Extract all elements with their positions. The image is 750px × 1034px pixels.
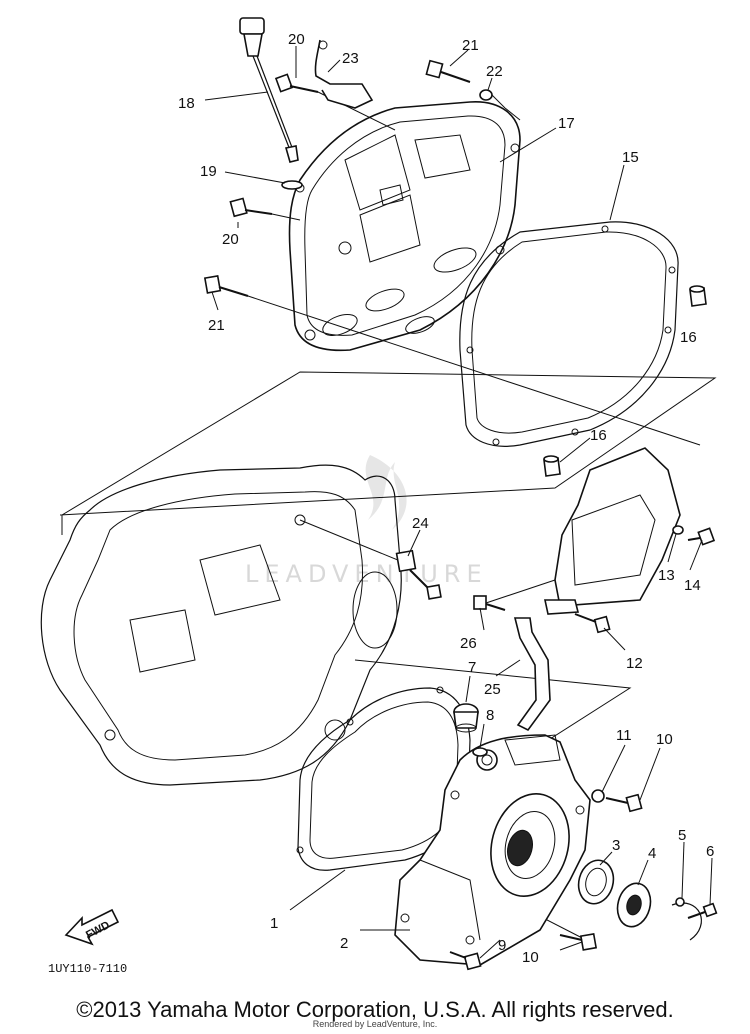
bolt-10-bottom xyxy=(559,932,598,951)
crankcase-cover-gasket xyxy=(459,221,679,447)
retainer-plate xyxy=(671,897,702,941)
watermark: LEADVENTURE xyxy=(245,455,488,588)
copyright-notice: ©2013 Yamaha Motor Corporation, U.S.A. A… xyxy=(76,997,674,1022)
label-25: 25 xyxy=(484,681,501,698)
label-18: 18 xyxy=(178,95,195,112)
reference-lines-upper xyxy=(59,371,717,535)
bolt-9 xyxy=(449,951,482,971)
label-16-lower: 16 xyxy=(590,427,607,444)
label-8: 8 xyxy=(486,707,494,724)
label-5: 5 xyxy=(678,827,686,844)
oil-seal xyxy=(616,882,652,928)
label-16-upper: 16 xyxy=(680,329,697,346)
forward-arrow: FWD xyxy=(64,908,120,946)
label-20-top: 20 xyxy=(288,31,305,48)
label-21-left: 21 xyxy=(208,317,225,334)
cable-guide xyxy=(513,617,551,732)
label-1: 1 xyxy=(270,915,278,932)
label-20-left: 20 xyxy=(222,231,239,248)
bearing xyxy=(577,859,615,905)
label-26: 26 xyxy=(460,635,477,652)
bolt-10-right xyxy=(591,789,643,813)
bolt-21-top xyxy=(425,59,471,83)
o-ring-8 xyxy=(472,747,488,757)
label-13: 13 xyxy=(658,567,675,584)
sprocket-cover xyxy=(544,447,681,615)
label-21-top: 21 xyxy=(462,37,479,54)
label-7: 7 xyxy=(468,659,476,676)
label-19: 19 xyxy=(200,163,217,180)
label-23: 23 xyxy=(342,50,359,67)
crankcase-cover-lower xyxy=(394,734,591,966)
part-labels: 18 20 23 21 22 17 19 15 20 21 16 16 24 1… xyxy=(178,31,714,966)
label-15: 15 xyxy=(622,149,639,166)
hose-bracket xyxy=(314,39,374,109)
label-2: 2 xyxy=(340,935,348,952)
bolt-20-left xyxy=(229,197,301,221)
screw-6 xyxy=(687,902,718,919)
label-10-bottom: 10 xyxy=(522,949,539,966)
label-3: 3 xyxy=(612,837,620,854)
label-4: 4 xyxy=(648,845,656,862)
label-17: 17 xyxy=(558,115,575,132)
diagram-code: 1UY110-7110 xyxy=(48,962,127,976)
crankcase-cover-right xyxy=(288,101,521,352)
dowel-pin-upper xyxy=(689,285,707,307)
label-6: 6 xyxy=(706,843,714,860)
label-22: 22 xyxy=(486,63,503,80)
label-9: 9 xyxy=(498,937,506,954)
label-10-right: 10 xyxy=(656,731,673,748)
label-12: 12 xyxy=(626,655,643,672)
label-24: 24 xyxy=(412,515,429,532)
washer-13 xyxy=(672,525,684,535)
oil-dipstick xyxy=(239,17,299,163)
leader-lines xyxy=(204,46,713,959)
bolt-12 xyxy=(574,613,611,634)
rendered-by-notice: Rendered by LeadVenture, Inc. xyxy=(312,1019,438,1029)
plug-bolt-24 xyxy=(395,549,442,600)
washer-22 xyxy=(479,89,521,121)
oil-filler-cap xyxy=(453,703,479,733)
label-11: 11 xyxy=(616,727,632,744)
label-14: 14 xyxy=(684,577,701,594)
watermark-text: LEADVENTURE xyxy=(245,560,488,588)
dowel-pin-lower xyxy=(543,455,561,477)
o-ring xyxy=(281,180,303,190)
